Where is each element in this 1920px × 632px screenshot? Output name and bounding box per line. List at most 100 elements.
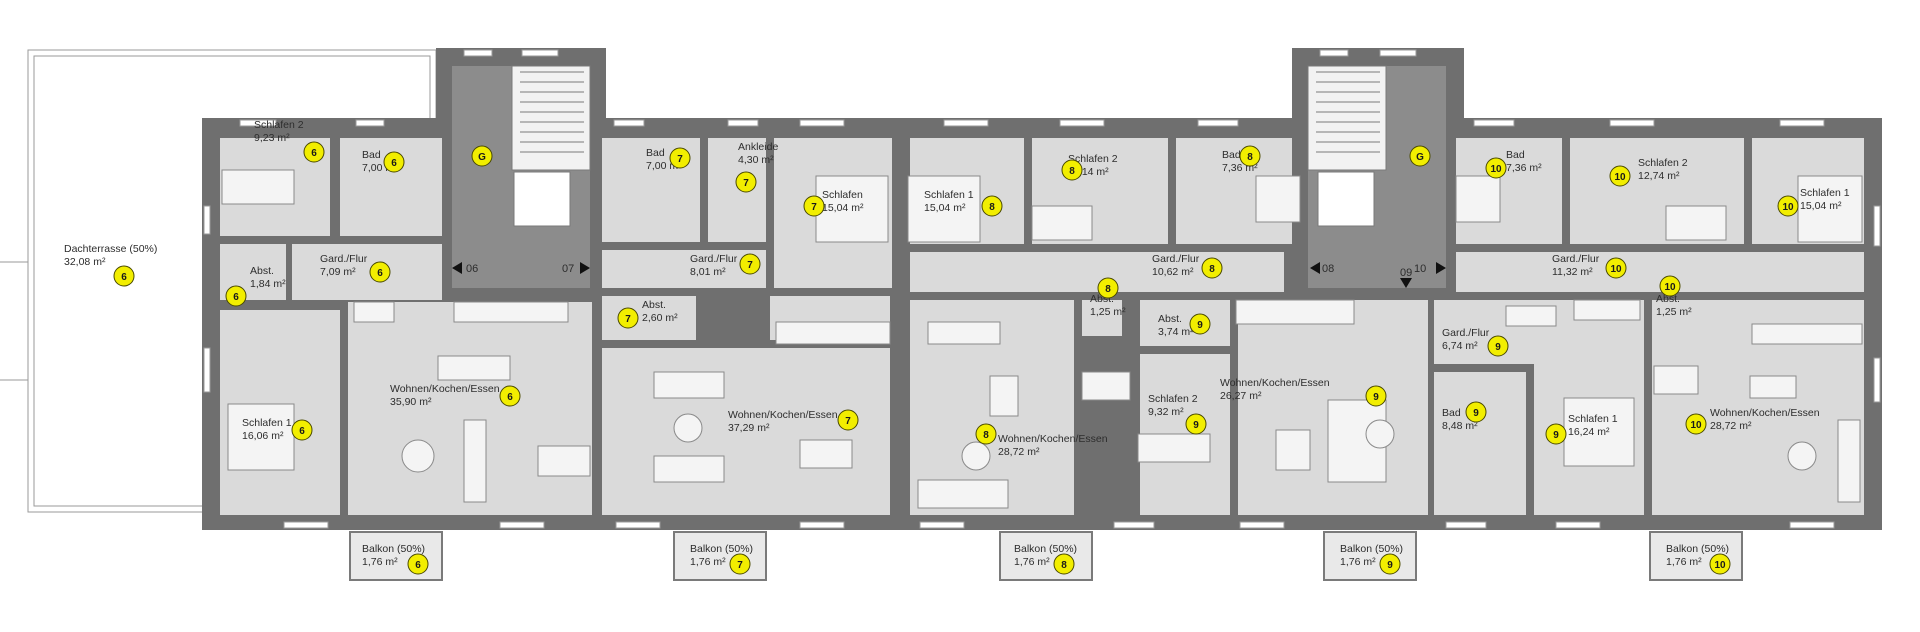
room-area: 16,06 m² xyxy=(242,430,284,442)
room-name: Wohnen/Kochen/Essen xyxy=(390,383,500,395)
unit-number: 9 xyxy=(1197,320,1203,331)
stair-label-06: 06 xyxy=(466,263,478,275)
room-name: Gard./Flur xyxy=(320,253,368,265)
room-area: 9,32 m² xyxy=(1148,406,1184,418)
unit-number: 6 xyxy=(377,268,383,279)
stair-label-08: 08 xyxy=(1322,263,1334,275)
unit-badge: 9 xyxy=(1189,313,1211,335)
room-area: 1,25 m² xyxy=(1090,306,1126,318)
room-name: Abst. xyxy=(1158,313,1182,325)
room-name: Bad xyxy=(1506,149,1525,161)
unit-badge: 8 xyxy=(1239,145,1261,167)
unit-number: 8 xyxy=(989,202,995,213)
svg-text:G: G xyxy=(478,152,486,163)
core-badges: G G xyxy=(471,145,1431,167)
room-name: Schlafen 1 xyxy=(924,189,974,201)
unit-badge: 7 xyxy=(837,409,859,431)
unit-badge: 8 xyxy=(975,423,997,445)
room-name: Schlafen 1 xyxy=(1800,187,1850,199)
stair-label-09: 09 xyxy=(1400,267,1412,279)
room-area: 28,72 m² xyxy=(1710,420,1752,432)
unit-badge: 10 xyxy=(1709,553,1731,575)
room-name: Balkon (50%) xyxy=(1666,543,1729,555)
unit-number: 6 xyxy=(507,392,513,403)
room-area: 9,23 m² xyxy=(254,132,290,144)
room-area: 28,72 m² xyxy=(998,446,1040,458)
room-area: 1,76 m² xyxy=(1340,556,1376,568)
stair-arrows xyxy=(452,262,1446,288)
room-name: Schlafen 2 xyxy=(1148,393,1198,405)
room-name: Bad xyxy=(1222,149,1241,161)
terrace-railing-lines xyxy=(0,261,28,381)
room-name: Gard./Flur xyxy=(690,253,738,265)
unit-number: 6 xyxy=(391,158,397,169)
unit-number: 8 xyxy=(1069,166,1075,177)
unit-number: 9 xyxy=(1373,392,1379,403)
unit-number: 7 xyxy=(737,560,743,571)
unit-number: 8 xyxy=(1061,560,1067,571)
room-area: 10,62 m² xyxy=(1152,266,1194,278)
unit-badge: 6 xyxy=(369,261,391,283)
room-area: 1,76 m² xyxy=(362,556,398,568)
room-area: 6,74 m² xyxy=(1442,340,1478,352)
room-area: 15,04 m² xyxy=(924,202,966,214)
room-area: 8,48 m² xyxy=(1442,420,1478,432)
unit-badge: 10 xyxy=(1605,257,1627,279)
room-area: 15,04 m² xyxy=(822,202,864,214)
unit-badge: 6 xyxy=(407,553,429,575)
room-name: Schlafen 2 xyxy=(254,119,304,131)
room-name: Gard./Flur xyxy=(1152,253,1200,265)
unit-badge: 7 xyxy=(803,195,825,217)
unit-number: 10 xyxy=(1714,560,1726,571)
stair-labels: 06 07 08 09 10 xyxy=(466,263,1426,279)
room-name: Bad xyxy=(646,147,665,159)
unit-number: 10 xyxy=(1490,164,1502,175)
room-area: 15,04 m² xyxy=(1800,200,1842,212)
unit-badge: 9 xyxy=(1185,413,1207,435)
room-area: 35,90 m² xyxy=(390,396,432,408)
room-label: Schlafen 211,14 m²8 xyxy=(1061,153,1118,181)
unit-badge: 8 xyxy=(1097,277,1119,299)
unit-badge: 9 xyxy=(1465,401,1487,423)
room-name: Bad xyxy=(1442,407,1461,419)
unit-badge: 10 xyxy=(1609,165,1631,187)
room-area: 1,25 m² xyxy=(1656,306,1692,318)
room-label: Schlafen 115,04 m² 8 xyxy=(924,189,1003,217)
room-name: Schlafen 1 xyxy=(1568,413,1618,425)
room-label: Schlafen 116,24 m²9 xyxy=(1545,413,1618,445)
room-area: 3,74 m² xyxy=(1158,326,1194,338)
unit-number: 7 xyxy=(811,202,817,213)
room-name: Balkon (50%) xyxy=(362,543,425,555)
unit-number: 10 xyxy=(1664,282,1676,293)
room-area: 16,24 m² xyxy=(1568,426,1610,438)
room-label: Balkon (50%)1,76 m² 6 xyxy=(362,543,429,575)
unit-number: 9 xyxy=(1495,342,1501,353)
unit-number: 6 xyxy=(299,426,305,437)
svg-text:G: G xyxy=(1416,152,1424,163)
room-name: Balkon (50%) xyxy=(1340,543,1403,555)
room-name: Wohnen/Kochen/Essen xyxy=(998,433,1108,445)
unit-badge: 6 xyxy=(303,141,325,163)
room-name: Schlafen xyxy=(822,189,863,201)
room-label: Schlafen 29,32 m²9 xyxy=(1148,393,1207,435)
unit-badge: 7 xyxy=(739,253,761,275)
unit-badge: 9 xyxy=(1545,423,1567,445)
room-name: Abst. xyxy=(642,299,666,311)
room-area: 1,76 m² xyxy=(1014,556,1050,568)
unit-badge: 10 xyxy=(1485,157,1507,179)
unit-badge: 8 xyxy=(1053,553,1075,575)
room-area: 8,01 m² xyxy=(690,266,726,278)
unit-badge: 9 xyxy=(1379,553,1401,575)
stair-label-07: 07 xyxy=(562,263,574,275)
